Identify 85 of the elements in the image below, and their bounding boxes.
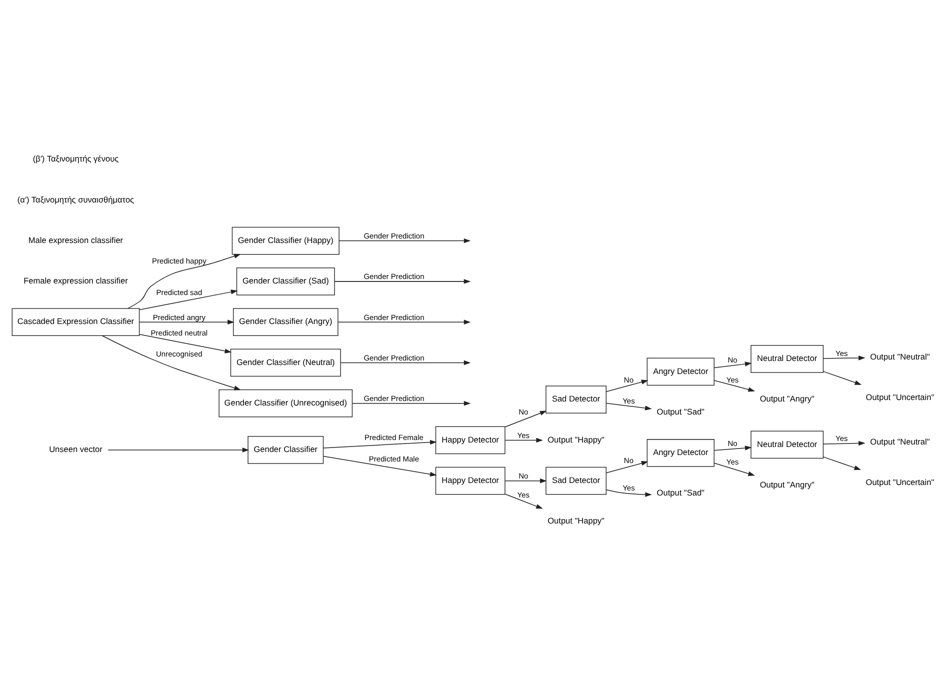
arrow [606, 379, 648, 392]
arrow [504, 410, 547, 427]
edge-label: Yes [836, 433, 848, 442]
node-text: Output "Angry" [760, 394, 814, 404]
label: Female expression classifier [24, 276, 128, 286]
edge-label: Yes [517, 490, 530, 499]
edge-label: No [518, 407, 528, 416]
arrow [504, 493, 543, 508]
arrow [606, 460, 648, 473]
node-text: Output "Neutral" [870, 437, 930, 446]
node-box: Neutral Detector [750, 430, 824, 458]
node-box: Happy Detector [435, 466, 506, 494]
arrow [139, 334, 232, 353]
arrow [823, 355, 866, 360]
node-text: Output "Neutral" [870, 352, 930, 362]
edge-label: Predicted happy [152, 256, 206, 265]
edge-label: Gender Prediction [364, 394, 424, 403]
arrow [714, 445, 752, 450]
edge-label: Gender Prediction [364, 272, 424, 281]
node-box: Sad Detector [546, 385, 607, 413]
node-text: Output "Angry" [760, 480, 814, 489]
edge-label: Predicted angry [152, 312, 206, 322]
node-text: Output "Sad" [656, 488, 704, 498]
label: Male expression classifier [28, 235, 124, 244]
node-text: Output "Happy" [548, 516, 605, 526]
arrow [714, 462, 755, 476]
node-box: Neutral Detector [750, 344, 824, 372]
label: (β′) Ταξινομητής γένους [32, 154, 119, 164]
arrow [334, 278, 471, 284]
arrow [323, 455, 437, 476]
arrow [127, 253, 241, 308]
arrow [340, 360, 471, 365]
node-text: Output "Sad" [656, 406, 704, 416]
node-text: Output "Uncertain" [866, 392, 934, 402]
arrow [139, 289, 238, 310]
node-box: Gender Classifier [248, 436, 324, 464]
arrow [714, 361, 752, 368]
edge-label: No [624, 374, 634, 384]
arrow [108, 447, 250, 452]
arrow [323, 439, 437, 448]
edge-label: Gender Prediction [364, 312, 424, 322]
node-box: Gender Classifier (Neutral) [230, 348, 341, 376]
arrow [338, 319, 471, 324]
arrow [102, 334, 241, 390]
edge-label: Yes [726, 374, 739, 384]
arrow [823, 456, 862, 470]
edge-label: Unrecognised [156, 349, 202, 358]
edge-label: Yes [622, 483, 635, 492]
edge-label: Yes [622, 396, 635, 405]
node-box: Angry Detector [646, 438, 714, 466]
edge-label: Predicted Male [368, 454, 420, 463]
arrow [504, 478, 547, 483]
edge-label: No [624, 455, 634, 464]
node-box: Gender Classifier (Happy) [232, 226, 340, 254]
edge-label: No [518, 471, 528, 480]
node-text: Unseen vector [49, 444, 102, 454]
edge-label: Predicted neutral [150, 328, 208, 338]
node-box: Happy Detector [435, 426, 506, 454]
arrow [714, 380, 756, 392]
node-box: Gender Classifier (Sad) [236, 267, 335, 295]
node-box: Angry Detector [646, 357, 714, 386]
arrow [823, 440, 866, 446]
edge-label: Gender Prediction [364, 231, 424, 240]
arrow [823, 370, 862, 384]
edge-label: Yes [836, 348, 848, 358]
arrow [352, 400, 471, 406]
node-box: Gender Classifier (Unrecognised) [218, 388, 353, 417]
edge-label: Yes [517, 430, 530, 440]
node-box: Cascaded Expression Classifier [12, 308, 140, 336]
edge-label: No [728, 355, 738, 364]
arrow [606, 402, 652, 410]
label: (α′) Ταξινομητής συναισθήματος [17, 194, 134, 204]
node-box: Sad Detector [546, 466, 607, 494]
edge-label: Gender Prediction [364, 352, 424, 362]
arrow [504, 437, 543, 442]
edge-label: Predicted sad [156, 287, 202, 296]
arrow [606, 488, 652, 496]
node-box: Gender Classifier (Angry) [232, 308, 338, 336]
node-text: Output "Happy" [548, 434, 605, 444]
arrow [139, 319, 234, 324]
edge-label: Predicted Female [364, 432, 424, 442]
arrow [338, 238, 471, 243]
node-text: Output "Uncertain" [866, 478, 934, 487]
edge-label: No [728, 438, 738, 448]
edge-label: Yes [726, 456, 739, 466]
